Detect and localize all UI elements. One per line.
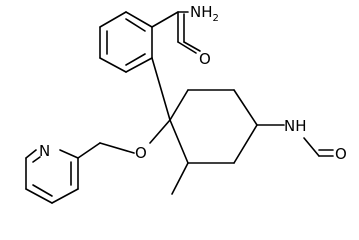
formamide-group	[256, 124, 334, 157]
benzene-ring	[99, 11, 153, 73]
molecule-canvas: NH2 O O N NH O	[25, 3, 347, 204]
pyridine-nitrogen-label: N	[39, 142, 50, 160]
ether-linkage	[77, 119, 171, 159]
amide-nh2-label: NH2	[190, 3, 219, 24]
amide-oxygen-label: O	[199, 50, 211, 68]
cyclohexane-ring	[169, 89, 258, 164]
pyridine-ring	[25, 149, 79, 204]
formyl-oxygen-label: O	[335, 145, 347, 163]
amide-group	[151, 11, 201, 54]
ether-oxygen-label: O	[135, 144, 147, 162]
molecule-structure: NH2 O O N NH O	[25, 3, 347, 204]
aryl-link-bond	[151, 57, 171, 121]
formamide-nh-label: NH	[284, 117, 307, 135]
methyl-bond	[171, 162, 189, 195]
